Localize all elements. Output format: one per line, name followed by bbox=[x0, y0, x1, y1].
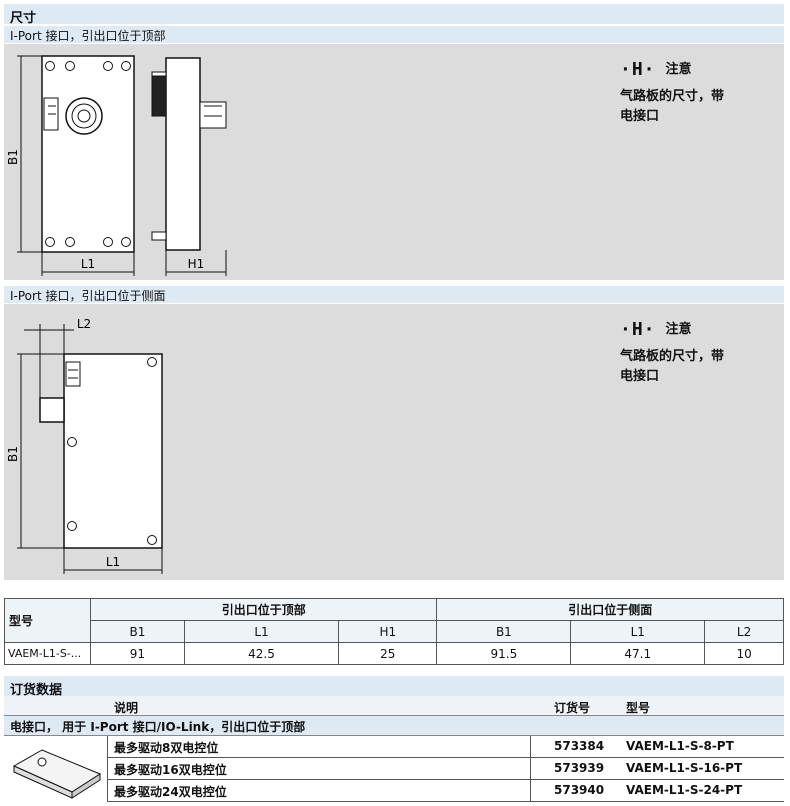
top-h1-label: H1 bbox=[188, 257, 205, 271]
top-view-subtitle: I-Port 接口，引出口位于顶部 bbox=[4, 26, 784, 43]
side-note-title: 注意 bbox=[665, 322, 692, 337]
sub-header: L1 bbox=[183, 620, 340, 643]
section-title: 尺寸 bbox=[4, 4, 784, 26]
item-type: VAEM-L1-S-16-PT bbox=[626, 761, 743, 775]
table-cell: 47.1 bbox=[570, 642, 706, 665]
top-note-body-2: 电接口 bbox=[620, 108, 660, 124]
col-pn: 订货号 bbox=[554, 701, 591, 715]
table-cell: 25 bbox=[338, 642, 438, 665]
sub-header: B1 bbox=[90, 620, 185, 643]
top-view-drawing: B1 L1 H1 bbox=[6, 55, 227, 276]
list-item: 最多驱动16双电控位 573939 VAEM-L1-S-16-PT bbox=[108, 758, 784, 780]
top-view-panel: B1 L1 H1 ·H· 注意 气路板的尺寸，带电接口 bbox=[4, 44, 784, 280]
item-pn: 573939 bbox=[554, 761, 605, 775]
sub-header: L1 bbox=[570, 620, 706, 643]
item-type: VAEM-L1-S-8-PT bbox=[626, 739, 734, 753]
product-image bbox=[4, 736, 108, 802]
item-desc: 最多驱动16双电控位 bbox=[114, 763, 227, 777]
top-note-title: 注意 bbox=[665, 62, 692, 77]
item-pn: 573384 bbox=[554, 739, 605, 753]
hint-icon: ·H· bbox=[620, 319, 656, 340]
col-type: 型号 bbox=[626, 701, 651, 715]
sub-header: L2 bbox=[704, 620, 784, 643]
top-note: ·H· 注意 气路板的尺寸，带电接口 bbox=[620, 60, 724, 127]
list-item: 最多驱动8双电控位 573384 VAEM-L1-S-8-PT bbox=[108, 736, 784, 758]
dimension-table: 型号 引出口位于顶部 引出口位于侧面 B1 L1 H1 B1 L1 L2 VAE… bbox=[4, 598, 784, 665]
col-desc: 说明 bbox=[114, 701, 139, 715]
sub-header: H1 bbox=[338, 620, 438, 643]
side-view-drawing: L2 B1 L1 bbox=[6, 317, 163, 574]
side-l1-label: L1 bbox=[106, 555, 120, 569]
table-cell: 42.5 bbox=[183, 642, 340, 665]
table-cell: 10 bbox=[704, 642, 784, 665]
order-header: 说明 订货号 型号 bbox=[4, 696, 784, 716]
group-top: 引出口位于顶部 bbox=[89, 598, 438, 621]
side-l2-label: L2 bbox=[77, 317, 91, 331]
side-view-panel: L2 B1 L1 ·H· 注意 气路板的尺寸，带电接口 bbox=[4, 304, 784, 580]
hint-icon: ·H· bbox=[620, 59, 656, 80]
side-b1-label: B1 bbox=[6, 446, 20, 462]
group-side: 引出口位于侧面 bbox=[436, 598, 784, 621]
table-cell: 91.5 bbox=[436, 642, 572, 665]
table-cell-model: VAEM-L1-S-... bbox=[4, 642, 91, 665]
item-desc: 最多驱动8双电控位 bbox=[114, 741, 219, 755]
side-note-body-2: 电接口 bbox=[620, 368, 660, 384]
top-note-body-1: 气路板的尺寸，带 bbox=[620, 88, 725, 104]
order-group: 电接口， 用于 I-Port 接口/IO-Link，引出口位于顶部 bbox=[4, 716, 784, 736]
top-l1-label: L1 bbox=[81, 257, 95, 271]
side-note: ·H· 注意 气路板的尺寸，带电接口 bbox=[620, 320, 724, 387]
top-b1-label: B1 bbox=[6, 149, 20, 165]
col-model: 型号 bbox=[4, 598, 91, 643]
item-desc: 最多驱动24双电控位 bbox=[114, 785, 227, 799]
order-rows: 最多驱动8双电控位 573384 VAEM-L1-S-8-PT 最多驱动16双电… bbox=[4, 736, 784, 802]
item-type: VAEM-L1-S-24-PT bbox=[626, 783, 743, 797]
item-pn: 573940 bbox=[554, 783, 605, 797]
sub-header: B1 bbox=[436, 620, 572, 643]
side-view-subtitle: I-Port 接口，引出口位于侧面 bbox=[4, 286, 784, 303]
order-data: 订货数据 说明 订货号 型号 电接口， 用于 I-Port 接口/IO-Link… bbox=[4, 676, 784, 802]
table-cell: 91 bbox=[90, 642, 185, 665]
list-item: 最多驱动24双电控位 573940 VAEM-L1-S-24-PT bbox=[108, 780, 784, 802]
side-note-body-1: 气路板的尺寸，带 bbox=[620, 348, 725, 364]
order-title: 订货数据 bbox=[4, 676, 784, 698]
